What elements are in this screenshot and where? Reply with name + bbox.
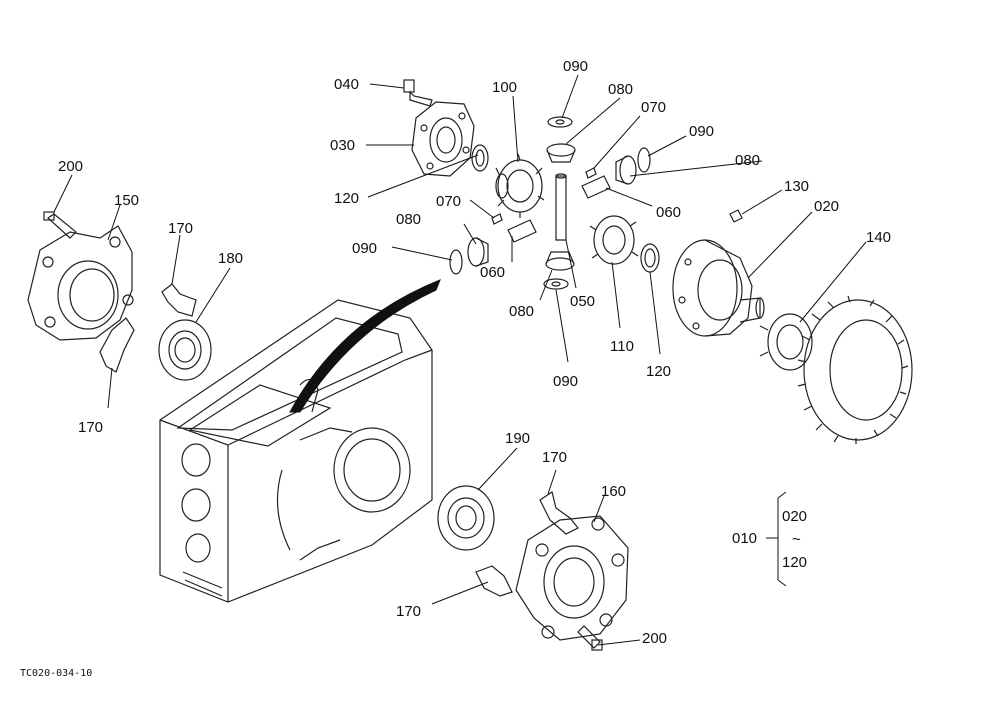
pinion-shaft-060-right xyxy=(581,175,611,199)
washer-090-top xyxy=(547,116,573,128)
bearing-holder-150 xyxy=(27,225,134,341)
pinion-gear-080-right xyxy=(615,155,637,185)
pin-070-right xyxy=(585,167,597,179)
label-110: 110 xyxy=(610,338,634,355)
transmission-case xyxy=(159,279,441,603)
label-080-left: 080 xyxy=(396,211,421,228)
pinion-gear-080-top xyxy=(546,143,576,163)
label-020: 020 xyxy=(814,198,839,215)
bolt-200-bottom xyxy=(577,625,603,651)
shim-170-lower xyxy=(99,317,135,373)
label-130: 130 xyxy=(784,178,809,195)
label-190: 190 xyxy=(505,430,530,447)
label-150: 150 xyxy=(114,192,139,209)
label-050: 050 xyxy=(570,293,595,310)
label-200-bottom: 200 xyxy=(642,630,667,647)
washer-090-left xyxy=(449,249,463,275)
label-080-bottom: 080 xyxy=(509,303,534,320)
pinion-gear-080-bottom xyxy=(545,251,575,271)
thrust-washer-120-right xyxy=(640,243,660,273)
label-170-bottom-upper: 170 xyxy=(542,449,567,466)
label-120-left: 120 xyxy=(334,190,359,207)
bearing-140 xyxy=(759,313,813,371)
label-170-lower: 170 xyxy=(78,419,103,436)
shim-170-bottom-lower xyxy=(475,565,513,597)
label-090-top: 090 xyxy=(563,58,588,75)
label-160: 160 xyxy=(601,483,626,500)
label-090-right: 090 xyxy=(689,123,714,140)
bolt-040 xyxy=(403,79,433,107)
label-080-right: 080 xyxy=(735,152,760,169)
side-gear-100 xyxy=(495,153,545,218)
label-120-right: 120 xyxy=(646,363,671,380)
range-from: 020 xyxy=(782,508,807,525)
label-060-right: 060 xyxy=(656,204,681,221)
leader-lines xyxy=(53,74,867,646)
bearing-190 xyxy=(437,485,495,551)
label-080-top: 080 xyxy=(608,81,633,98)
label-170-bottom-lower: 170 xyxy=(396,603,421,620)
label-010: 010 xyxy=(732,530,757,547)
label-060-left: 060 xyxy=(480,264,505,281)
label-030: 030 xyxy=(330,137,355,154)
diff-case-020 xyxy=(672,239,765,337)
label-070-left: 070 xyxy=(436,193,461,210)
label-200-top: 200 xyxy=(58,158,83,175)
side-gear-110 xyxy=(589,215,639,265)
diff-case-cover-030 xyxy=(411,101,475,177)
label-100: 100 xyxy=(492,79,517,96)
pinion-gear-080-left xyxy=(467,237,489,267)
pin-070-left xyxy=(491,213,503,225)
label-090-left: 090 xyxy=(352,240,377,257)
label-140: 140 xyxy=(866,229,891,246)
shim-170-upper xyxy=(161,283,197,317)
ring-gear xyxy=(797,295,913,444)
label-090-bottom: 090 xyxy=(553,373,578,390)
part-labels: 040 030 120 100 090 080 070 090 080 060 … xyxy=(58,58,891,647)
shim-170-bottom-upper xyxy=(539,491,579,535)
washer-090-right xyxy=(637,147,651,173)
thrust-washer-120-left xyxy=(471,144,489,172)
pin-130 xyxy=(729,209,743,223)
range-tilde: ~ xyxy=(792,531,801,548)
drawing-code: TC020-034-10 xyxy=(20,668,92,679)
label-040: 040 xyxy=(334,76,359,93)
range-legend: 010 020 ~ 120 xyxy=(732,508,807,571)
label-170-upper: 170 xyxy=(168,220,193,237)
label-180: 180 xyxy=(218,250,243,267)
bearing-holder-160 xyxy=(515,515,629,641)
pinion-shaft-050 xyxy=(555,173,567,241)
bolt-200-top xyxy=(43,211,77,239)
label-070-right: 070 xyxy=(641,99,666,116)
washer-090-bottom xyxy=(543,278,569,290)
range-to: 120 xyxy=(782,554,807,571)
bearing-180 xyxy=(158,319,212,381)
